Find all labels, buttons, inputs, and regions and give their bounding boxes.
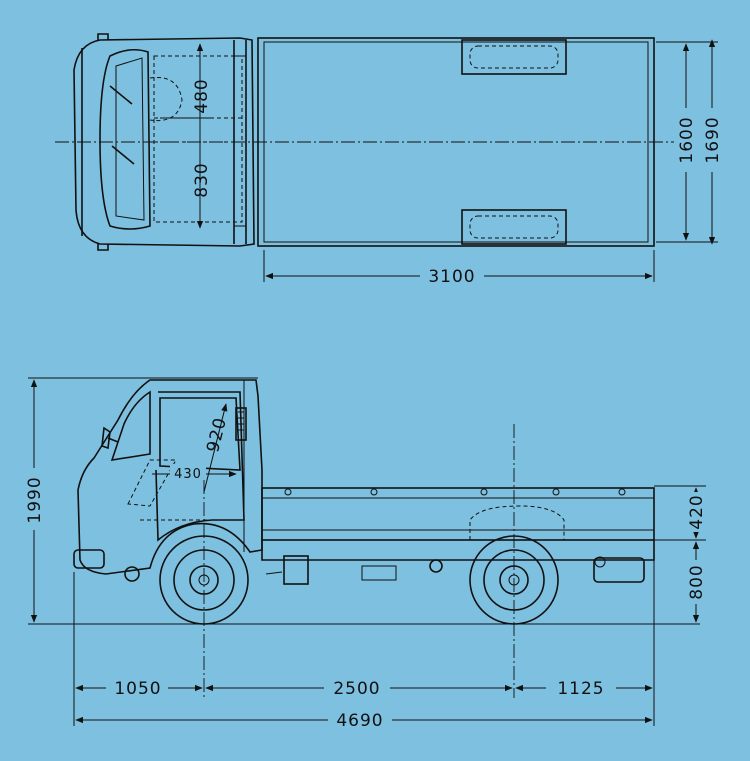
seat-to-roof-dimension: 920 [203, 415, 231, 454]
cab-depth-dimension: 480 [192, 78, 212, 113]
front-overhang-dimension: 1050 [114, 679, 161, 699]
bed-length-dimension: 3100 [428, 267, 475, 287]
top-view: 480 830 3100 1600 1690 [55, 33, 723, 287]
bed-inner-width-dimension: 1600 [677, 116, 697, 163]
bed-floor-height-dimension: 800 [687, 564, 707, 599]
side-view: 920 430 1990 [20, 377, 708, 731]
bed-side-height-dimension: 420 [687, 494, 707, 529]
rear-overhang-dimension: 1125 [557, 679, 604, 699]
overall-width-dimension: 1690 [703, 116, 723, 163]
overall-height-dimension: 1990 [25, 476, 45, 523]
seat-offset-dimension: 430 [174, 467, 202, 482]
seat-depth-dimension: 830 [192, 162, 212, 197]
wheelbase-dimension: 2500 [333, 679, 380, 699]
overall-length-dimension: 4690 [336, 711, 383, 731]
